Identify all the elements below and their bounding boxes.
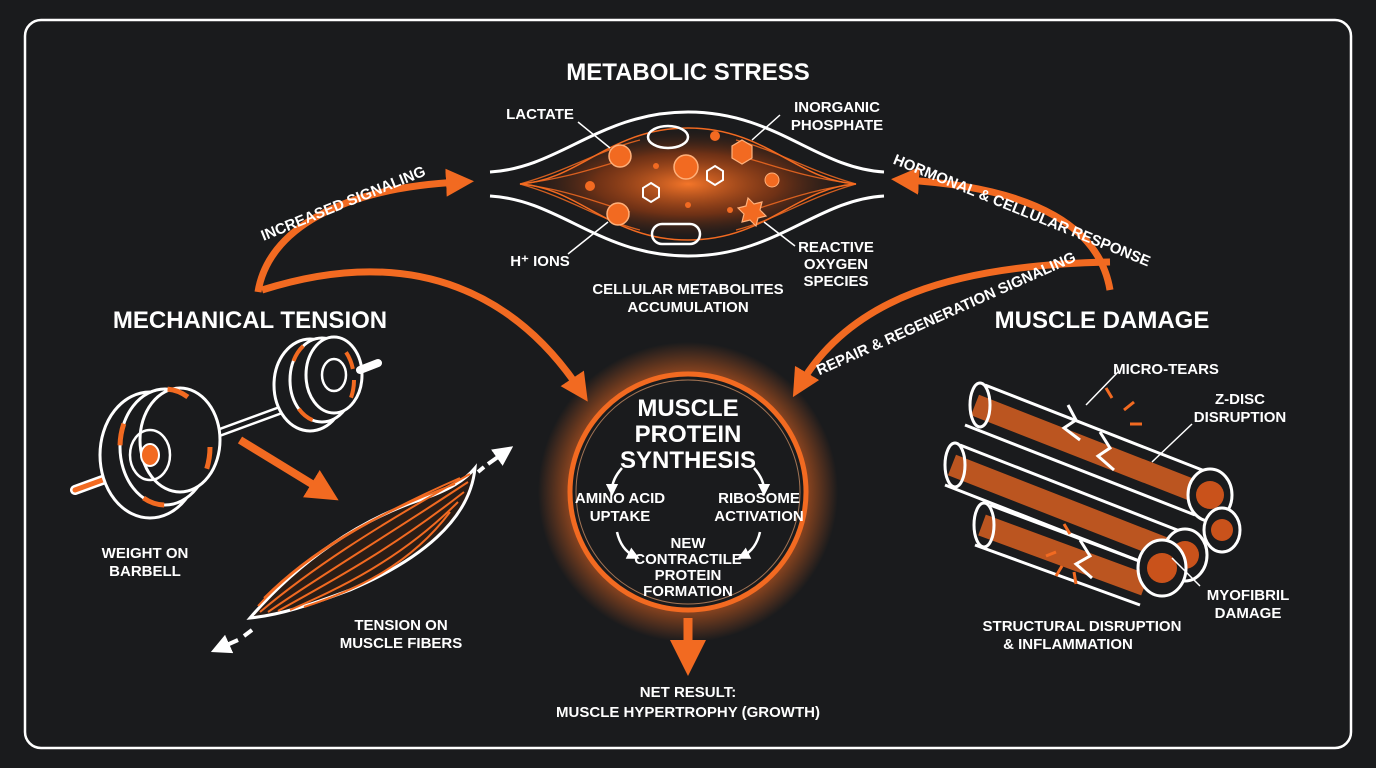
increased-signaling-label: INCREASED SIGNALING [259, 163, 428, 245]
metabolites-caption: CELLULAR METABOLITES [592, 281, 783, 298]
synthesis-title: MUSCLE [637, 395, 738, 422]
tension-label: TENSION ON [354, 617, 447, 634]
synthesis-title: SYNTHESIS [620, 447, 756, 474]
inorganic-phosphate-label: PHOSPHATE [791, 117, 883, 134]
synthesis-title: PROTEIN [635, 421, 742, 448]
damaged-fiber-bundle-icon [943, 371, 1242, 607]
net-result-label: MUSCLE HYPERTROPHY (GROWTH) [556, 704, 820, 721]
new-protein-label: NEW [671, 535, 707, 552]
metabolic-stress-title: METABOLIC STRESS [566, 59, 810, 86]
net-result-label: NET RESULT: [640, 684, 736, 701]
hormonal-response-label: HORMONAL & CELLULAR RESPONSE [891, 151, 1153, 270]
amino-acid-label: UPTAKE [590, 508, 651, 525]
lactate-label: LACTATE [506, 106, 574, 123]
mechanical-tension-title: MECHANICAL TENSION [113, 307, 387, 334]
inorganic-phosphate-label: INORGANIC [794, 99, 880, 116]
ros-label: OXYGEN [804, 256, 868, 273]
zdisc-label: Z-DISC [1215, 391, 1265, 408]
zdisc-label: DISRUPTION [1194, 409, 1287, 426]
weight-label: BARBELL [109, 563, 181, 580]
new-protein-label: CONTRACTILE [634, 551, 742, 568]
ros-star-icon [736, 196, 768, 228]
outer-frame [23, 18, 1353, 750]
ros-label: REACTIVE [798, 239, 874, 256]
damage-caption: & INFLAMMATION [1003, 636, 1133, 653]
ribosome-label: ACTIVATION [714, 508, 803, 525]
weight-label: WEIGHT ON [102, 545, 189, 562]
mitochondria-icon [646, 124, 690, 150]
mitochondria-icon [650, 222, 702, 246]
metabolites-caption: ACCUMULATION [627, 299, 748, 316]
myofibril-label: DAMAGE [1215, 605, 1282, 622]
amino-acid-label: AMINO ACID [575, 490, 665, 507]
muscle-fiber-icon [210, 446, 514, 654]
phosphate-hexagon-icon [731, 139, 753, 165]
muscle-damage-title: MUSCLE DAMAGE [995, 307, 1210, 334]
tension-label: MUSCLE FIBERS [340, 635, 463, 652]
signaling-arrows [237, 166, 1114, 676]
h-ions-label: H⁺ IONS [510, 253, 570, 270]
myofibril-label: MYOFIBRIL [1207, 587, 1290, 604]
synthesis-flow-arrows [605, 467, 771, 559]
ros-label: SPECIES [803, 273, 868, 290]
muscle-cell-illustration [489, 110, 885, 258]
new-protein-label: FORMATION [643, 583, 733, 600]
damage-caption: STRUCTURAL DISRUPTION [983, 618, 1182, 635]
barbell-icon [70, 335, 382, 520]
ribosome-label: RIBOSOME [718, 490, 800, 507]
new-protein-label: PROTEIN [655, 567, 722, 584]
micro-tears-label: MICRO-TEARS [1113, 361, 1219, 378]
